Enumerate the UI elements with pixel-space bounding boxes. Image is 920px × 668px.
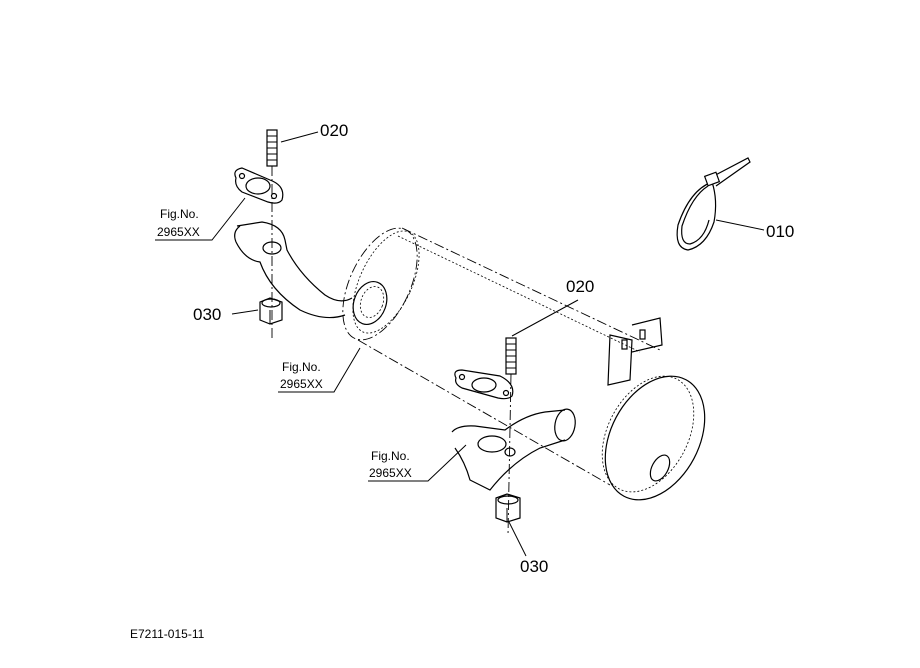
stud-bolt-top: [266, 129, 278, 167]
callout-stud-top: 020: [320, 121, 348, 140]
leader-lines: [155, 131, 765, 557]
callout-cable-tie: 010: [766, 222, 794, 241]
gasket-mid: [454, 369, 514, 400]
axis-lines: [271, 166, 512, 536]
fig-ref-1-line1: Fig.No.: [160, 207, 199, 221]
stud-bolt-mid: [505, 337, 517, 375]
fig-ref-3-line1: Fig.No.: [371, 449, 410, 463]
callout-stud-mid: 020: [566, 277, 594, 296]
muffler-body: [342, 227, 706, 501]
fig-ref-1-line2: 2965XX: [157, 225, 200, 239]
fig-ref-2-line1: Fig.No.: [282, 360, 321, 374]
gasket-top: [234, 167, 284, 204]
callout-nut-bottom: 030: [520, 557, 548, 576]
fig-ref-2-line2: 2965XX: [280, 377, 323, 391]
cable-tie: [676, 157, 751, 251]
fig-ref-3-line2: 2965XX: [369, 466, 412, 480]
drawing-code: E7211-015-11: [130, 627, 205, 641]
callout-nut-left: 030: [193, 305, 221, 324]
nut-left: [259, 297, 283, 325]
outlet-pipe: [451, 408, 576, 491]
inlet-pipe: [234, 221, 388, 325]
nut-bottom: [495, 493, 521, 523]
